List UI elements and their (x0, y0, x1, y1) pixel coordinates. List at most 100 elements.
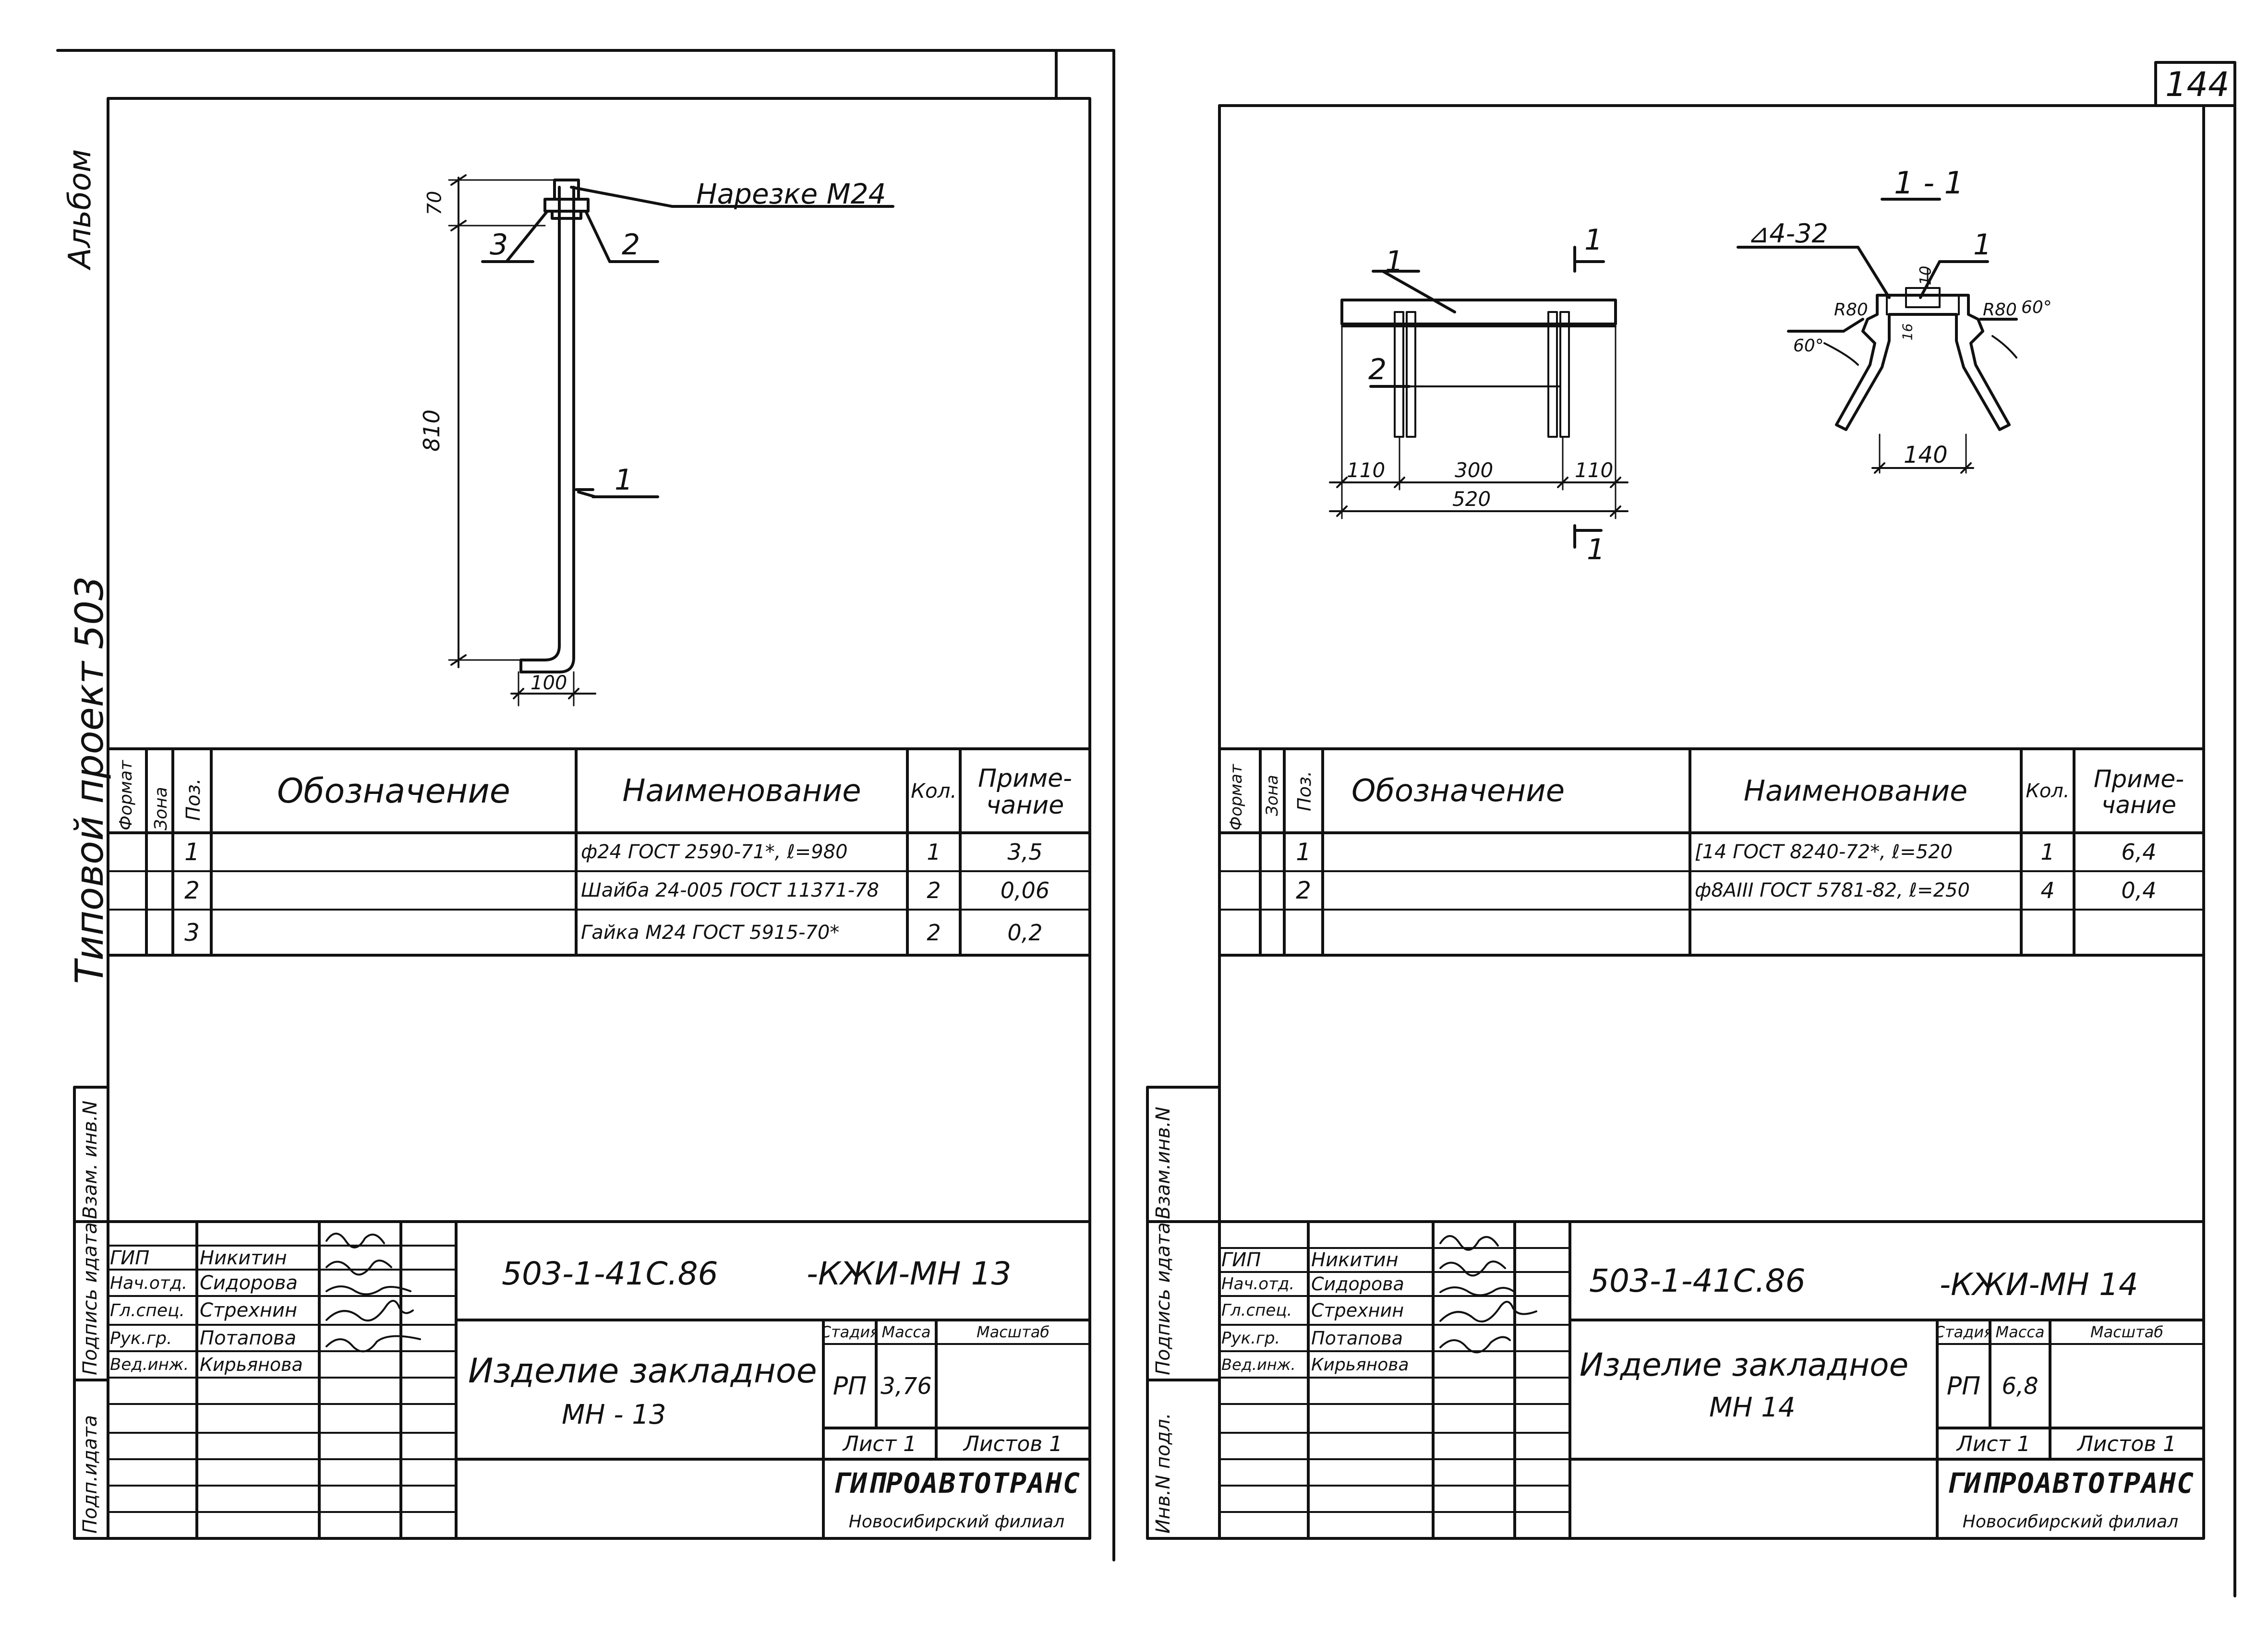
inv-original-right: Инв.N подл. (1152, 1413, 1174, 1534)
doc-suffix: -КЖИ-МН 14 (1940, 1267, 2138, 1303)
sign-date-left-2: Подп.идата (79, 1415, 101, 1534)
table-row-note: 0,4 (2121, 877, 2157, 903)
section-label: 1 - 1 (1894, 166, 1964, 201)
mass-header: Масса (881, 1323, 931, 1341)
col-note: Приме-чание (978, 764, 1072, 820)
mass-value: 3,76 (881, 1372, 932, 1400)
doc-code: 503-1-41С.86 (502, 1255, 718, 1292)
col-qty: Кол. (2026, 780, 2070, 802)
sheet-count: Листов 1 (2077, 1431, 2177, 1456)
mass-header: Масса (1995, 1323, 2045, 1341)
stamp-name: Потапова (1311, 1328, 1403, 1349)
pos2-label: 2 (622, 228, 640, 262)
vzam-inv-left: Взам. инв.N (79, 1100, 101, 1219)
stage-value: РП (1946, 1371, 1981, 1401)
item-title: Изделие закладное (468, 1351, 817, 1391)
col-qty: Кол. (911, 779, 957, 803)
scale-header: Масштаб (2090, 1323, 2164, 1341)
sheet-count: Листов 1 (963, 1431, 1063, 1456)
stamp-name: Никитин (200, 1247, 287, 1269)
col-pos: Поз. (182, 778, 205, 821)
dim-520: 520 (1452, 487, 1491, 511)
table-row-qty: 1 (927, 839, 941, 865)
dim-10: 10 (1916, 265, 1935, 286)
dim-16: 16 (1899, 323, 1916, 341)
col-format: Формат (1227, 764, 1246, 830)
col-designation: Обозначение (277, 771, 510, 811)
doc-suffix: -КЖИ-МН 13 (807, 1255, 1012, 1292)
pos2-front-label: 2 (1368, 353, 1387, 386)
table-row-pos: 2 (184, 876, 200, 904)
stage-header: Стадия (1937, 1323, 1990, 1341)
stamp-role: ГИП (1221, 1249, 1261, 1271)
dim-r80-left: R80 (1834, 300, 1868, 320)
stamp-role: Нач.отд. (1221, 1274, 1295, 1294)
stamp-name: Никитин (1311, 1249, 1399, 1271)
dim-r80-right: R80 (1983, 300, 2017, 320)
dim-100: 100 (531, 672, 567, 694)
stamp-role: ГИП (110, 1247, 150, 1269)
item-code: МН 14 (1709, 1392, 1796, 1423)
table-row-qty: 2 (927, 877, 941, 903)
table-row-note: 3,5 (1007, 839, 1043, 865)
stamp-role: Вед.инж. (1221, 1356, 1296, 1374)
stamp-role: Рук.гр. (110, 1328, 172, 1348)
sheet-number: Лист 1 (843, 1431, 917, 1456)
item-title: Изделие закладное (1580, 1346, 1909, 1383)
table-row-qty: 4 (2040, 877, 2055, 903)
table-row-qty: 2 (927, 919, 941, 946)
series-label: Типовой проект 503 (67, 576, 112, 984)
stamp-role: Гл.спец. (1221, 1301, 1292, 1320)
dim-70: 70 (423, 191, 446, 216)
stamp-name: Сидорова (1311, 1273, 1404, 1295)
table-row-note: 0,06 (1000, 877, 1050, 903)
org-logo-text: ГИПРОАВТОТРАНС (1946, 1467, 2195, 1500)
stamp-name: Стрехнин (200, 1299, 298, 1321)
table-row-name: [14 ГОСТ 8240-72*, ℓ=520 (1695, 841, 1953, 863)
stamp-name: Потапова (200, 1327, 297, 1349)
table-row-pos: 2 (1296, 876, 1311, 904)
album-label: Альбом (62, 149, 98, 269)
thread-note: Нарезке М24 (696, 178, 886, 210)
col-zone: Зона (151, 787, 171, 830)
pos1-label: 1 (615, 463, 633, 497)
stamp-role: Гл.спец. (110, 1300, 185, 1320)
pos1-front-label: 1 (1385, 245, 1404, 278)
stamp-name: Кирьянова (200, 1354, 303, 1375)
col-format: Формат (116, 760, 136, 830)
dim-110-left: 110 (1347, 458, 1386, 482)
table-row-name: ф8АIII ГОСТ 5781-82, ℓ=250 (1695, 879, 1970, 901)
stamp-name: Стрехнин (1311, 1300, 1404, 1321)
doc-code: 503-1-41С.86 (1589, 1262, 1806, 1299)
table-row-pos: 1 (184, 838, 200, 866)
table-row-qty: 1 (2040, 839, 2055, 865)
table-row-pos: 1 (1296, 838, 1311, 866)
angle-right: 60° (2021, 298, 2052, 317)
page-number: 144 (2165, 65, 2230, 104)
dim-110-right: 110 (1575, 458, 1614, 482)
col-designation: Обозначение (1351, 773, 1565, 809)
table-row-pos: 3 (184, 918, 200, 947)
stamp-role: Рук.гр. (1221, 1329, 1280, 1348)
col-zone: Зона (1263, 775, 1282, 816)
mass-value: 6,8 (2002, 1372, 2039, 1400)
org-branch: Новосибирский филиал (848, 1512, 1065, 1532)
item-code: МН - 13 (562, 1399, 666, 1430)
dim-140: 140 (1904, 442, 1948, 468)
stage-value: РП (832, 1371, 867, 1401)
sheet-number: Лист 1 (1956, 1431, 2031, 1456)
table-row-name: Гайка М24 ГОСТ 5915-70* (581, 921, 840, 944)
stage-header: Стадия (823, 1323, 876, 1341)
sign-date-left: Подпись идата (79, 1222, 101, 1375)
table-row-name: Шайба 24-005 ГОСТ 11371-78 (581, 879, 879, 901)
pos3-label: 3 (490, 228, 508, 262)
table-row-note: 0,2 (1007, 919, 1043, 946)
dim-300: 300 (1455, 458, 1494, 482)
dim-810: 810 (418, 409, 445, 452)
table-row-name: ф24 ГОСТ 2590-71*, ℓ=980 (581, 841, 848, 863)
stamp-role: Вед.инж. (110, 1355, 189, 1374)
col-note: Приме-чание (2093, 765, 2184, 819)
org-logo-text: ГИПРОАВТОТРАНС (832, 1467, 1081, 1500)
sign-date-right: Подпись идата (1152, 1222, 1174, 1375)
